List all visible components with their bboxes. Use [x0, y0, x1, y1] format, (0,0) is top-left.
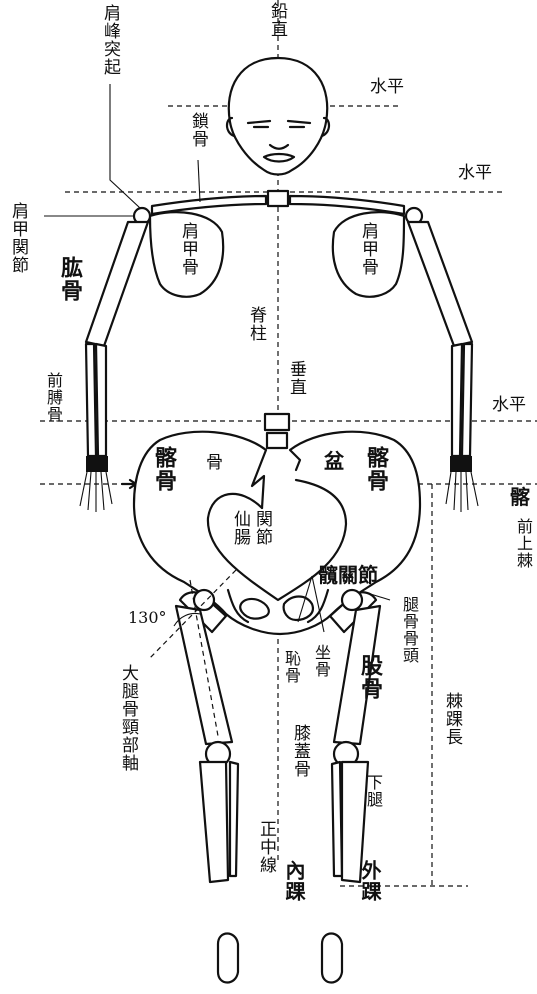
left-tibia	[200, 762, 228, 882]
label-spina-malleolus-length: 棘踝長	[442, 692, 461, 746]
left-carpals	[86, 456, 108, 472]
label-pubis: 恥骨	[282, 650, 301, 684]
label-vertical-mid: 垂直	[286, 360, 305, 396]
label-femur: 股骨	[358, 654, 382, 700]
label-vertical-top: 鉛直	[267, 2, 286, 38]
label-acromion: 肩峰突起	[100, 4, 119, 76]
left-iliac-arrow	[122, 480, 136, 488]
left-fibula	[230, 762, 238, 876]
left-humerus	[86, 222, 148, 346]
left-foot	[218, 934, 238, 983]
label-clavicle: 鎖骨	[188, 112, 207, 148]
label-humerus: 肱骨	[58, 256, 82, 302]
right-hip-head	[342, 590, 362, 610]
right-ulna	[452, 344, 462, 456]
vertebra-block-upper	[265, 414, 289, 430]
left-fingers	[80, 472, 112, 512]
label-asis-b: 前上棘	[514, 518, 533, 569]
label-pelvis-left-b: 骨	[206, 454, 223, 473]
left-femur	[176, 606, 232, 744]
skull	[229, 58, 327, 175]
left-hip-head	[194, 590, 214, 610]
label-horizontal-shoulder: 水平	[458, 164, 492, 183]
right-foot	[322, 934, 342, 983]
label-hip-joint: 髖關節	[318, 566, 378, 585]
label-sacroiliac-a: 仙腸	[230, 510, 249, 546]
label-pelvis-right-a: 盆	[324, 452, 344, 471]
label-femoral-head: 腿骨骨頭	[400, 596, 419, 664]
label-ischium: 坐骨	[312, 644, 331, 678]
label-shoulder-joint: 肩甲関節	[8, 202, 27, 274]
right-humerus	[408, 222, 472, 346]
label-horizontal-eye: 水平	[370, 78, 404, 97]
label-sacroiliac-b: 関節	[252, 510, 271, 546]
acromion-pointer	[110, 84, 140, 208]
label-spine: 脊柱	[246, 306, 265, 342]
label-horizontal-wrist: 水平	[492, 396, 526, 415]
label-patella: 膝蓋骨	[290, 724, 309, 778]
label-medial-malleolus: 內踝	[284, 860, 303, 902]
label-scapula-right: 肩甲骨	[358, 222, 377, 276]
label-scapula-left: 肩甲骨	[178, 222, 197, 276]
label-midline: 正中線	[256, 820, 275, 874]
right-fingers	[446, 472, 478, 512]
label-lateral-malleolus: 外踝	[360, 860, 379, 902]
clavicle-pointer	[198, 160, 200, 202]
label-forearm: 前膊骨	[44, 372, 63, 423]
label-pelvis-left-a: 髂骨	[152, 446, 176, 492]
vertebra-block-lower	[267, 433, 287, 448]
left-ulna	[96, 344, 106, 456]
right-fibula	[332, 762, 342, 876]
label-asis-a: 髂	[510, 488, 530, 507]
label-femoral-neck-axis: 大腿骨頸部軸	[118, 664, 137, 772]
label-lower-leg: 下腿	[364, 774, 383, 808]
left-radius	[86, 344, 96, 456]
right-radius	[462, 344, 472, 456]
label-pelvis-right-b: 髂骨	[364, 446, 388, 492]
sternum-block	[268, 191, 288, 206]
label-angle: 130°	[128, 608, 167, 627]
right-carpals	[450, 456, 472, 472]
